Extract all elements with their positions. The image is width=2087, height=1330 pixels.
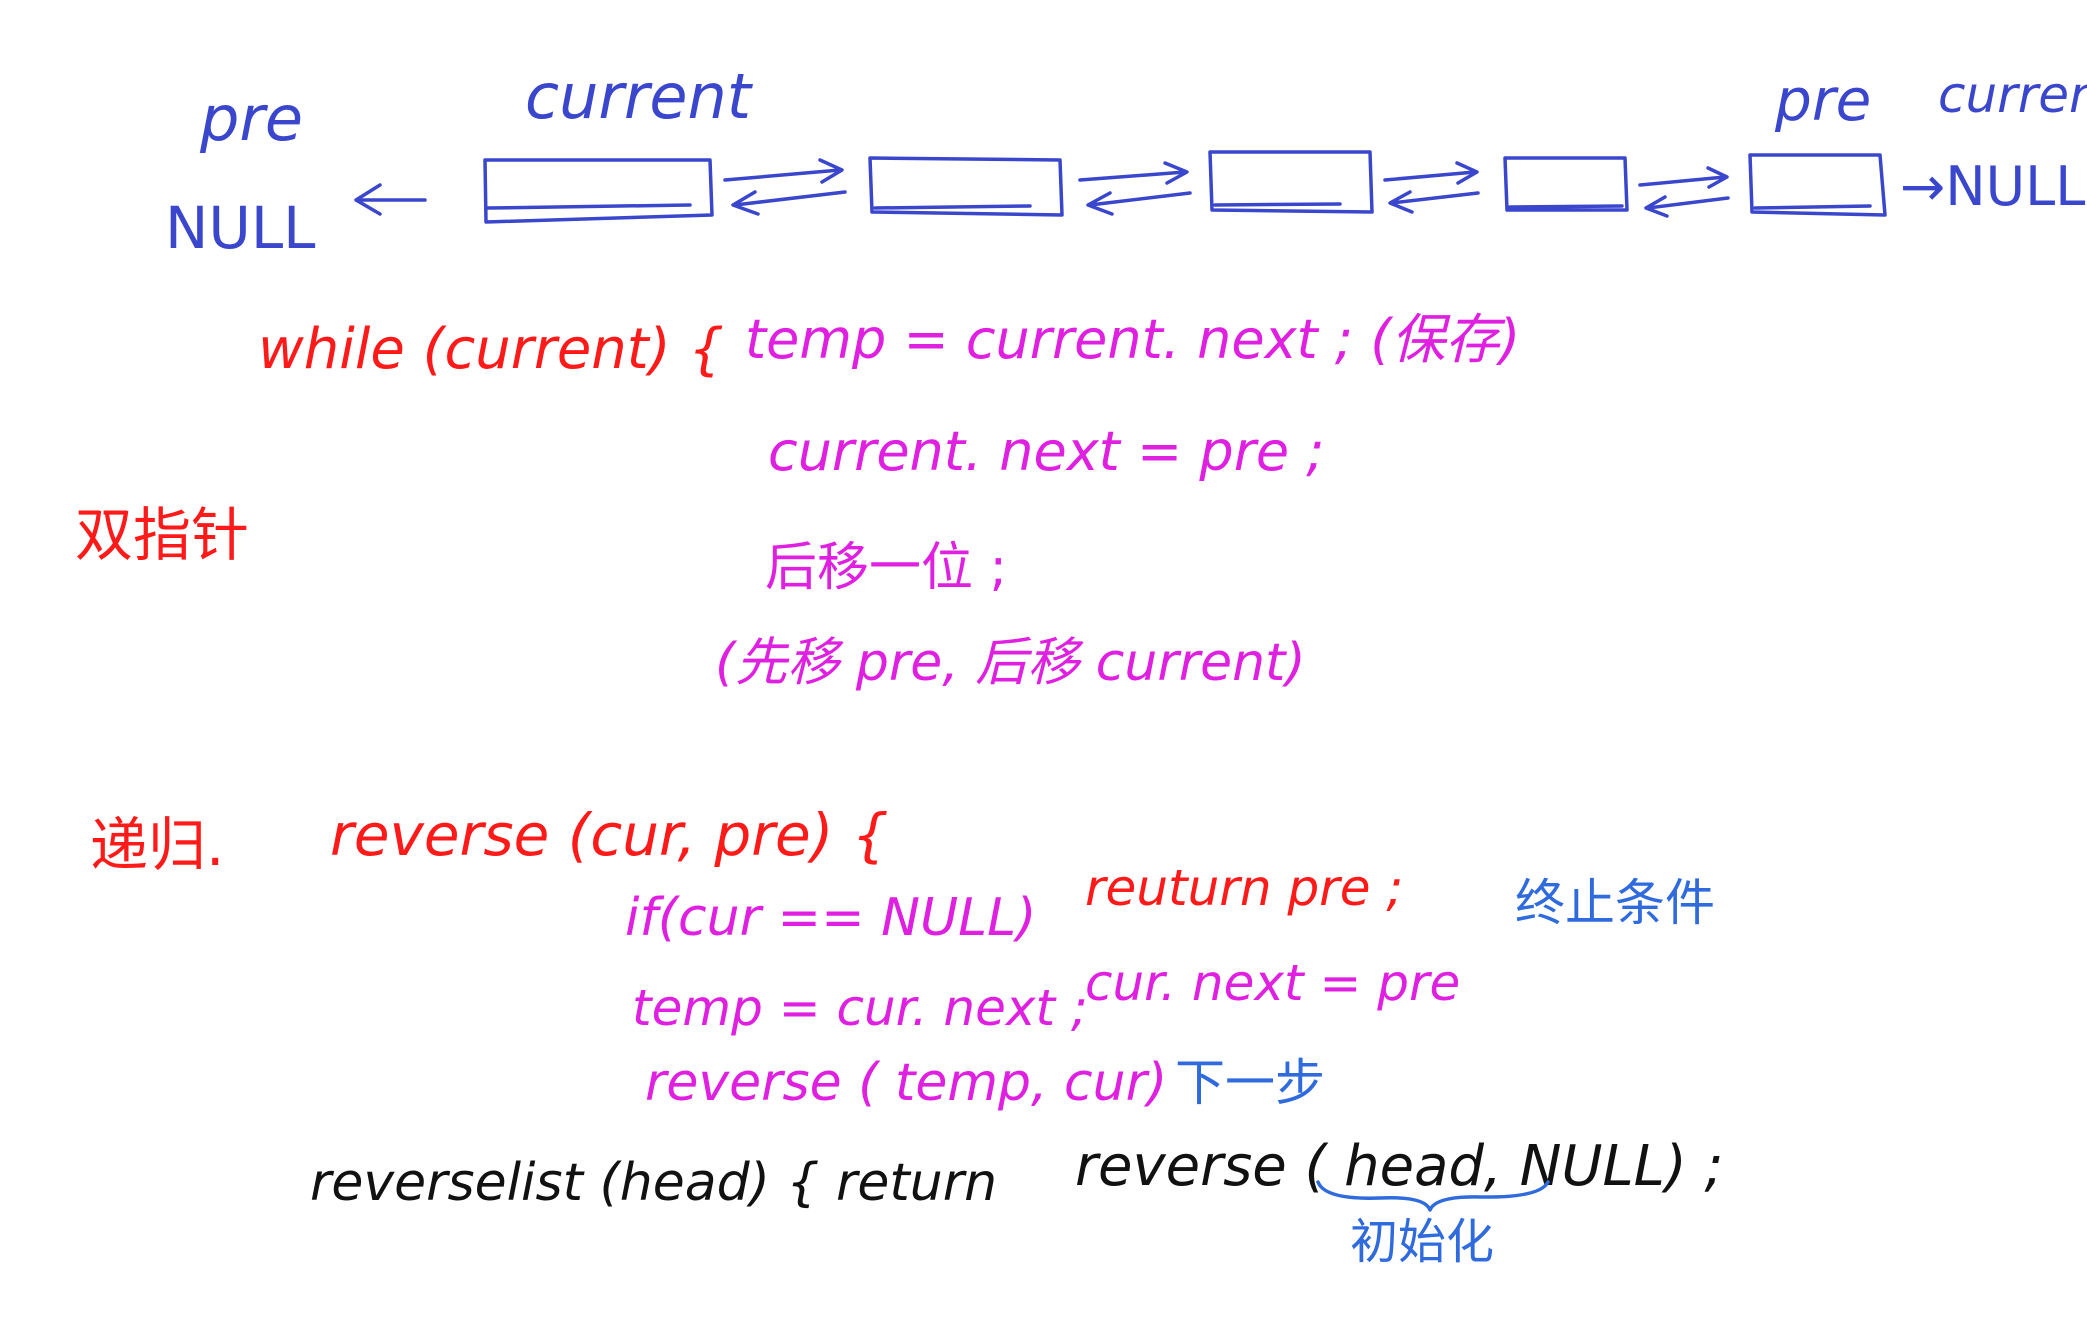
return-pre-line: reuturn pre ; [1085, 859, 1403, 917]
double-pointer-section: 双指针 while (current) { temp = current. ne… [75, 308, 1520, 693]
init-brace [1316, 1180, 1550, 1212]
while-line: while (current) { [258, 317, 724, 382]
if-null-line: if(cur == NULL) [625, 888, 1036, 948]
move-order-line: (先移 pre, 后移 current) [715, 633, 1306, 693]
reverse-signature: reverse (cur, pre) { [330, 801, 889, 869]
double-pointer-title: 双指针 [75, 501, 249, 569]
label-current-top: current [525, 60, 754, 133]
list-node-1 [483, 158, 714, 224]
terminate-condition-note: 终止条件 [1515, 874, 1715, 932]
list-node-3 [1208, 150, 1374, 214]
arrow-to-null-left [354, 183, 427, 216]
label-current-right: current [1938, 66, 2087, 124]
temp-cur-next-line: temp = cur. next ; [632, 979, 1088, 1037]
init-note: 初始化 [1350, 1214, 1494, 1270]
temp-save-line: temp = current. next ; (保存) [745, 308, 1520, 371]
recursion-section: 递归. reverse (cur, pre) { if(cur == NULL)… [90, 801, 1723, 1270]
label-pre-right: pre [1774, 66, 1871, 134]
label-null-left: NULL [165, 194, 315, 262]
next-step-note: 下一步 [1175, 1054, 1325, 1112]
recursion-title: 递归. [90, 811, 224, 879]
double-arrow-4-5 [1638, 166, 1730, 218]
label-null-right: →NULL [1900, 155, 2085, 218]
double-arrow-3-4 [1383, 161, 1480, 214]
list-node-4 [1503, 156, 1629, 212]
cur-next-pre-line: cur. next = pre [1085, 954, 1460, 1012]
reverse-recursive-call: reverse ( temp, cur) [645, 1053, 1167, 1113]
list-node-2 [868, 156, 1064, 217]
current-next-line: current. next = pre ; [768, 420, 1324, 483]
reverse-head-null-call: reverse ( head, NULL) ; [1075, 1134, 1723, 1199]
move-back-line: 后移一位 ; [765, 538, 1007, 598]
reverselist-head-line: reverselist (head) { return [310, 1153, 997, 1213]
double-arrow-1-2 [723, 158, 847, 216]
linked-list-diagram: pre NULL current pre current →NULL [165, 60, 2087, 262]
list-node-5 [1748, 153, 1887, 217]
label-pre-left: pre [199, 82, 303, 155]
double-arrow-2-3 [1078, 161, 1192, 216]
